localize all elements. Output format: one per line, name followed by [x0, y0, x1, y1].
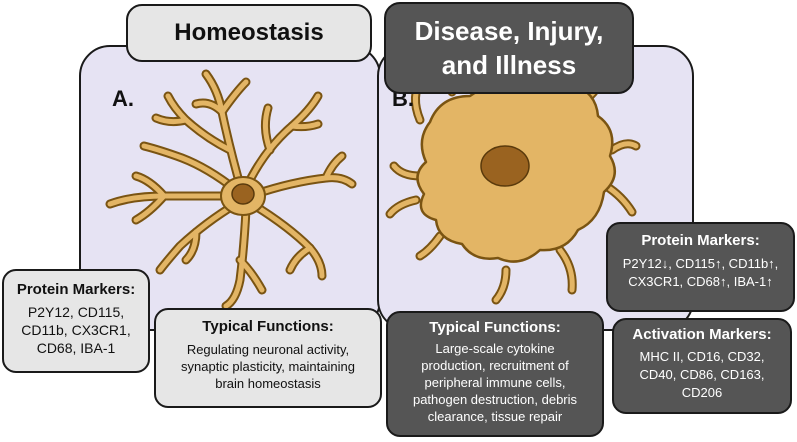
activation-markers-box: Activation Markers: MHC II, CD16, CD32, …	[612, 318, 792, 414]
typical-functions-line: Large-scale cytokine	[435, 341, 555, 356]
disease-title-box: Disease, Injury, and Illness	[384, 2, 634, 94]
typical-functions-line: production, recruitment of	[421, 358, 569, 373]
typical-functions-line: pathogen destruction, debris	[412, 392, 578, 407]
typical-functions-line: peripheral immune cells,	[424, 375, 566, 390]
protein-markers-line: P2Y12, CD115,	[27, 304, 125, 320]
typical-functions-line: clearance, tissue repair	[427, 409, 563, 424]
typical-functions-heading: Typical Functions:	[429, 319, 561, 336]
typical-functions-line: brain homeostasis	[215, 376, 321, 391]
typical-functions-line: Regulating neuronal activity,	[186, 342, 350, 357]
protein-markers-heading: Protein Markers:	[16, 281, 136, 298]
ramified-microglia-cell	[105, 69, 357, 311]
homeostasis-title: Homeostasis	[174, 19, 324, 46]
protein-markers-line: CX3CR1, CD68↑, IBA-1↑	[628, 274, 773, 289]
disease-title-line-2: and Illness	[441, 50, 577, 80]
homeostasis-protein-markers-box: Protein Markers: P2Y12, CD115, CD11b, CX…	[2, 269, 150, 373]
homeostasis-typical-functions-box: Typical Functions: Regulating neuronal a…	[154, 308, 382, 408]
protein-markers-line: CD68, IBA-1	[36, 340, 116, 356]
typical-functions-line: synaptic plasticity, maintaining	[181, 359, 355, 374]
disease-title-line-1: Disease, Injury,	[414, 16, 604, 46]
protein-markers-heading: Protein Markers:	[641, 232, 760, 249]
protein-markers-line: P2Y12↓, CD115↑, CD11b↑,	[622, 256, 779, 271]
activation-markers-line: CD40, CD86, CD163,	[639, 367, 765, 382]
activation-markers-heading: Activation Markers:	[632, 326, 772, 343]
nucleus-left	[231, 183, 255, 205]
disease-typical-functions-box: Typical Functions: Large-scale cytokine …	[386, 311, 604, 437]
activation-markers-line: CD206	[681, 385, 723, 400]
nucleus-right	[480, 145, 530, 187]
panel-label-a: A.	[112, 86, 134, 111]
disease-protein-markers-box: Protein Markers: P2Y12↓, CD115↑, CD11b↑,…	[606, 222, 795, 312]
homeostasis-title-box: Homeostasis	[126, 4, 372, 62]
activation-markers-line: MHC II, CD16, CD32,	[639, 349, 765, 364]
protein-markers-line: CD11b, CX3CR1,	[21, 322, 131, 338]
typical-functions-heading: Typical Functions:	[202, 318, 334, 335]
amoeboid-microglia-cell	[385, 57, 641, 305]
